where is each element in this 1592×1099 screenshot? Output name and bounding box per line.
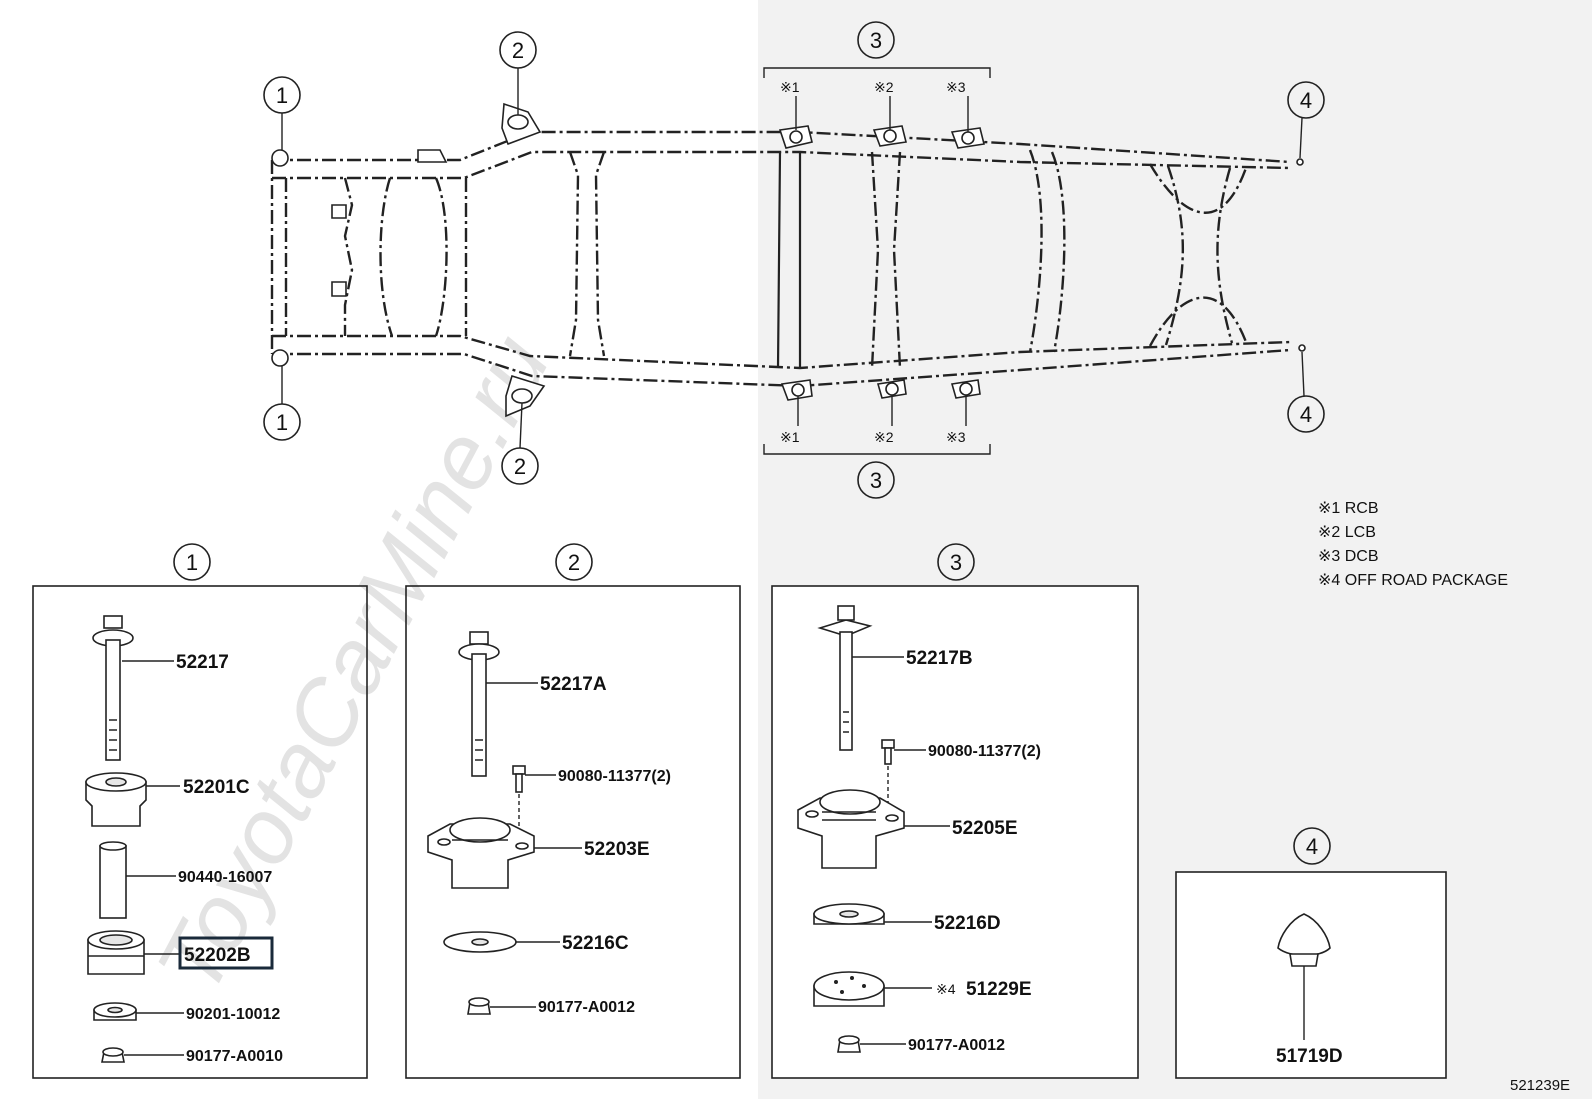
group-1-callout: 1 <box>186 550 198 575</box>
mark-3-bottom: ※3 <box>946 429 966 445</box>
legend-dcb: ※3 DCB <box>1318 548 1379 565</box>
legend-off-road: ※4 OFF ROAD PACKAGE <box>1318 572 1508 589</box>
nut-90177-A0012-g3 <box>837 1035 861 1053</box>
pn-90201-10012: 90201-10012 <box>186 1006 280 1023</box>
mount-52203E <box>427 817 535 889</box>
group-2-box <box>405 585 741 1079</box>
pn-52216C: 52216C <box>562 933 629 954</box>
bracket-small-side <box>331 204 347 297</box>
bumper-4-top <box>1296 158 1304 166</box>
washer-52216D <box>813 903 885 925</box>
pn-90177-A0012-g2: 90177-A0012 <box>538 999 635 1016</box>
pn-90440-16007: 90440-16007 <box>178 869 272 886</box>
pn-52217: 52217 <box>176 652 229 673</box>
crossmember-2c <box>434 177 448 337</box>
pn-52202B: 52202B <box>184 945 251 966</box>
front-crossmember <box>270 160 288 354</box>
washer-90201-10012 <box>93 1002 137 1021</box>
washer-52216C <box>443 931 517 953</box>
callout-2-bottom: 2 <box>514 454 526 479</box>
mount-2-bottom <box>511 388 533 404</box>
x-crossmember-left <box>1164 165 1184 346</box>
x-crossmember-right <box>1216 167 1234 344</box>
top-rail-inner <box>272 150 1291 180</box>
group-1-box <box>32 585 368 1079</box>
mount-1-bottom <box>271 349 289 367</box>
pn-51719D: 51719D <box>1276 1046 1343 1067</box>
pn-90177-A0010: 90177-A0010 <box>186 1048 283 1065</box>
legend: ※1 RCB ※2 LCB ※3 DCB ※4 OFF ROAD PACKAGE <box>1318 500 1508 589</box>
callout-4-top: 4 <box>1300 88 1312 113</box>
pn-52201C: 52201C <box>183 777 250 798</box>
nut-90177-A0012-g2 <box>467 997 491 1015</box>
bolt-52217 <box>92 615 134 761</box>
figure-id: 521239E <box>1510 1077 1570 1094</box>
pn-52217B: 52217B <box>906 648 973 669</box>
mount-52205E <box>797 789 905 869</box>
mount-2-top <box>507 114 529 130</box>
mark-1-bottom: ※1 <box>780 429 800 445</box>
callout-3-bottom: 3 <box>870 468 882 493</box>
chassis-frame <box>270 102 1306 418</box>
crossmember-3a <box>568 151 580 357</box>
bolt-52217A <box>458 631 500 777</box>
legend-rcb: ※1 RCB <box>1318 500 1379 517</box>
mark-2-bottom: ※2 <box>874 429 894 445</box>
mounts-3-top <box>778 125 985 149</box>
pn-52216D: 52216D <box>934 913 1001 934</box>
pn-52217A: 52217A <box>540 674 607 695</box>
crossmember-2b <box>379 177 394 337</box>
crossmember-2a <box>343 177 354 336</box>
pn-90177-A0012-g3: 90177-A0012 <box>908 1037 1005 1054</box>
collar-90440-16007 <box>99 841 127 919</box>
cushion-51229E <box>813 971 885 1007</box>
note-mark-4: ※4 <box>936 981 956 997</box>
crossmember-3b <box>594 151 606 357</box>
group-4-box <box>1175 871 1447 1079</box>
bolt-90080-11377-g2 <box>512 765 526 836</box>
crossmember-6 <box>1028 149 1066 353</box>
bottom-rail-inner <box>272 334 1291 370</box>
nut-90177-A0010 <box>101 1047 125 1063</box>
mark-3-top: ※3 <box>946 79 966 95</box>
cushion-52202B <box>87 930 145 975</box>
pn-52203E: 52203E <box>584 839 650 860</box>
group-4-callout: 4 <box>1306 834 1318 859</box>
pn-52205E: 52205E <box>952 818 1018 839</box>
frame-callouts: 1 1 2 2 3 3 ※1 ※2 ※3 ※1 ※2 ※3 4 4 <box>263 21 1325 499</box>
bolt-52217B <box>817 605 873 751</box>
group-3: 3 52217B 90080-11377(2) 52205 <box>771 543 1139 1079</box>
group-1: 1 52217 52201C 90440-16007 <box>32 543 368 1079</box>
legend-lcb: ※2 LCB <box>1318 524 1376 541</box>
pn-51229E: 51229E <box>966 979 1032 1000</box>
bumper-4-bottom <box>1298 344 1306 352</box>
pn-90080-11377-g2: 90080-11377(2) <box>558 768 671 785</box>
mark-2-top: ※2 <box>874 79 894 95</box>
crossmember-5 <box>870 151 902 369</box>
callout-4-bottom: 4 <box>1300 402 1312 427</box>
mark-1-top: ※1 <box>780 79 800 95</box>
bracket-small-top <box>417 149 448 163</box>
group-4: 4 51719D <box>1175 827 1447 1079</box>
bottom-rail-outer <box>272 348 1291 388</box>
callout-2-top: 2 <box>512 38 524 63</box>
x-crossmember-top <box>1148 163 1248 214</box>
callout-1-top: 1 <box>276 83 288 108</box>
bumper-51719D <box>1277 913 1331 1040</box>
callout-1-bottom: 1 <box>276 410 288 435</box>
highlight-box-52202B <box>178 936 274 970</box>
group-2: 2 52217A 90080-11377(2) 52203E <box>405 543 741 1079</box>
cushion-52201C <box>85 772 147 827</box>
callout-3-top: 3 <box>870 28 882 53</box>
crossmember-4 <box>776 151 802 369</box>
mounts-3-bottom <box>780 379 981 401</box>
mount-1-top <box>271 149 289 167</box>
group-3-callout: 3 <box>950 550 962 575</box>
group-2-callout: 2 <box>568 550 580 575</box>
pn-90080-11377-g3: 90080-11377(2) <box>928 743 1041 760</box>
